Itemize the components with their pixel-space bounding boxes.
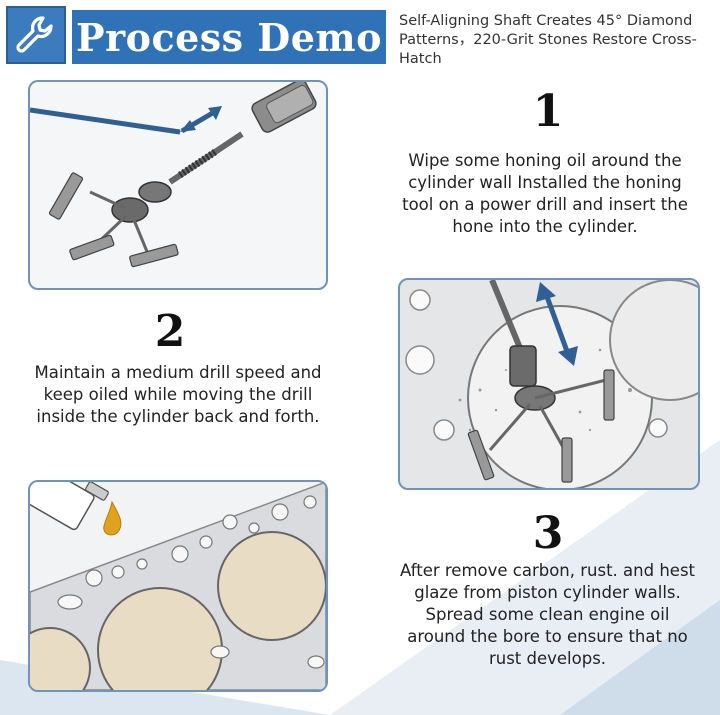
oil-drop-icon: [103, 500, 122, 536]
page-title: Process Demo: [76, 14, 382, 60]
wrench-icon: [16, 16, 53, 53]
page-subtitle: Self-Aligning Shaft Creates 45° Diamond …: [399, 13, 697, 67]
step-2-image: [398, 278, 700, 490]
up-down-arrow-icon: [536, 282, 578, 366]
step-3-image: [28, 480, 328, 692]
step-3-text: After remove carbon, rust. and hest glaz…: [400, 561, 696, 668]
step-1-image: [28, 80, 328, 290]
title-banner: Process Demo: [72, 10, 386, 64]
logo-badge: [6, 6, 66, 64]
step-1-number: 1: [532, 86, 564, 137]
drill-chuck: [251, 82, 317, 133]
step-3-number: 3: [532, 508, 564, 559]
debris-speckles: [458, 348, 632, 432]
step-1-text: Wipe some honing oil around the cylinder…: [402, 151, 688, 236]
step-2-number: 2: [154, 306, 186, 357]
step-2-text: Maintain a medium drill speed and keep o…: [34, 363, 322, 426]
oil-bottle: [30, 482, 109, 531]
insert-arrow-icon: [30, 106, 222, 135]
